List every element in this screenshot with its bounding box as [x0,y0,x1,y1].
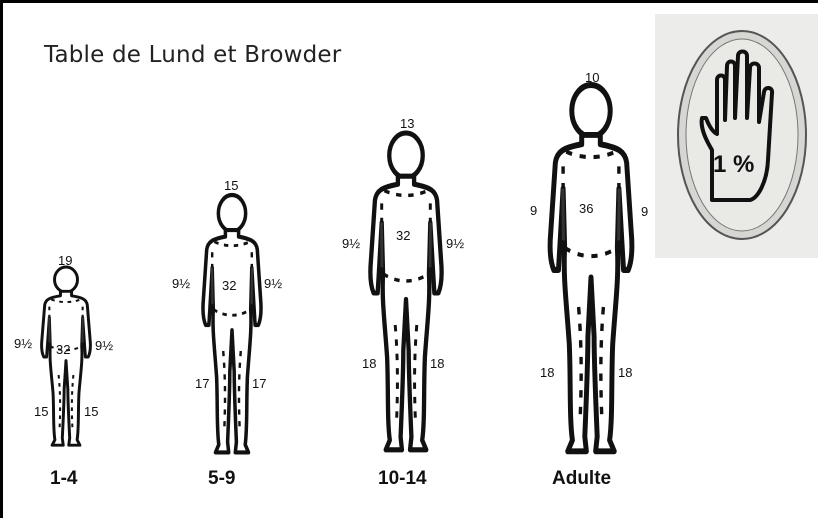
leg-left-value: 18 [362,356,376,371]
leg-left-value: 18 [540,365,554,380]
age-label: 10-14 [378,468,427,489]
trunk-value: 32 [222,278,236,293]
trunk-value: 36 [579,201,593,216]
age-label: Adulte [552,468,611,489]
arm-left-value: 9½ [14,336,32,351]
palm-inset: 1 % [655,14,818,258]
leg-left-value: 17 [195,376,209,391]
head-value: 15 [224,178,238,193]
age-label: 5-9 [208,468,235,489]
leg-right-value: 17 [252,376,266,391]
head-value: 19 [58,253,72,268]
arm-left-value: 9 [530,203,537,218]
arm-right-value: 9½ [446,236,464,251]
leg-right-value: 18 [618,365,632,380]
trunk-value: 32 [56,342,70,357]
figure-adulte: 10 9 9 36 18 18 Adulte [530,70,648,489]
leg-right-value: 18 [430,356,444,371]
palm-label: 1 % [713,151,754,178]
arm-right-value: 9½ [264,276,282,291]
leg-left-value: 15 [34,404,48,419]
leg-right-value: 15 [84,404,98,419]
arm-right-value: 9½ [95,338,113,353]
head-value: 13 [400,116,414,131]
figure-1-4: 19 9½ 9½ 32 15 15 1-4 [14,253,113,489]
figure-5-9: 15 9½ 9½ 32 17 17 5-9 [172,178,282,489]
head-value: 10 [585,70,599,85]
trunk-value: 32 [396,228,410,243]
arm-right-value: 9 [641,204,648,219]
figure-10-14: 13 9½ 9½ 32 18 18 10-14 [342,116,464,489]
arm-left-value: 9½ [172,276,190,291]
arm-left-value: 9½ [342,236,360,251]
age-label: 1-4 [50,468,78,489]
